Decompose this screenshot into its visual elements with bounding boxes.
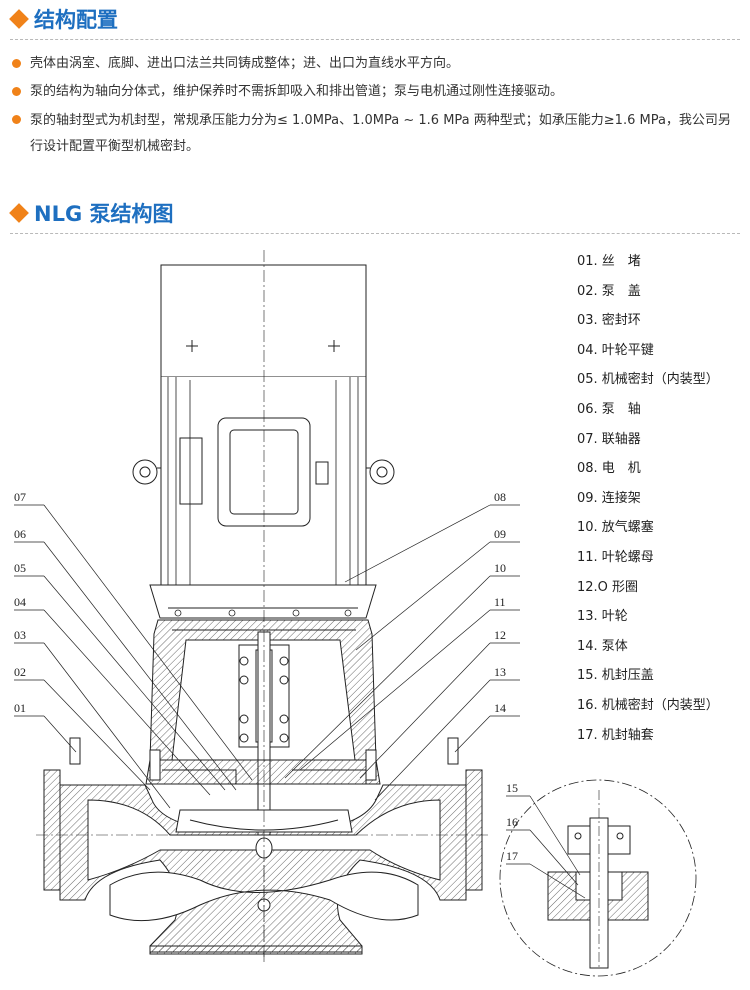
section-header-diagram: NLG 泵结构图 (9, 196, 740, 234)
list-item: 14. 泵体 (577, 638, 628, 654)
section-header-structure: 结构配置 (9, 2, 740, 40)
list-item: 04. 叶轮平键 (577, 342, 654, 358)
orange-dot-icon (12, 115, 21, 124)
list-item: 壳体由涡室、底脚、进出口法兰共同铸成整体；进、出口为直线水平方向。 (12, 52, 740, 76)
callout-label: 10 (494, 561, 506, 575)
list-item: 07. 联轴器 (577, 431, 641, 447)
callout-label: 03 (14, 628, 26, 642)
list-item-text: 泵的结构为轴向分体式，维护保养时不需拆卸吸入和排出管道；泵与电机通过刚性连接驱动… (30, 84, 564, 99)
list-item: 13. 叶轮 (577, 609, 628, 625)
list-item: 01. 丝 堵 (577, 254, 641, 269)
pump-cover (145, 759, 381, 785)
list-item: 泵的轴封型式为机封型，常规承压能力分为≤ 1.0MPa、1.0MPa ~ 1.6… (12, 108, 740, 160)
parts-list: 01. 丝 堵 02. 泵 盖 03. 密封环 04. 叶轮平键 05. 机械密… (577, 252, 747, 755)
callout-label: 06 (14, 527, 26, 541)
callout-label: 17 (506, 849, 518, 863)
motor-body (160, 377, 367, 586)
list-item-text: 泵的轴封型式为机封型，常规承压能力分为≤ 1.0MPa、1.0MPa ~ 1.6… (30, 113, 731, 154)
list-item: 泵的结构为轴向分体式，维护保养时不需拆卸吸入和排出管道；泵与电机通过刚性连接驱动… (12, 80, 740, 104)
dashed-divider (10, 233, 740, 234)
pump-cross-section-drawing: 07 06 05 04 03 02 01 08 09 10 11 12 13 1… (14, 250, 697, 977)
callout-label: 02 (14, 665, 26, 679)
list-item: 05. 机械密封（内装型） (577, 372, 719, 388)
motor-top-block (160, 264, 367, 378)
section-title: NLG 泵结构图 (34, 202, 174, 226)
list-item: 15. 机封压盖 (577, 668, 654, 684)
list-item: 06. 泵 轴 (577, 401, 641, 417)
list-item: 10. 放气螺塞 (577, 520, 654, 536)
callout-label: 08 (494, 490, 506, 504)
list-item: 11. 叶轮螺母 (577, 549, 654, 565)
dashed-divider (10, 39, 740, 40)
list-item: 08. 电 机 (577, 461, 641, 477)
seal-detail-view (499, 779, 697, 977)
list-item: 17. 机封轴套 (577, 727, 654, 743)
callout-label: 07 (14, 490, 26, 504)
orange-dot-icon (12, 87, 21, 96)
callout-label: 12 (494, 628, 506, 642)
list-item: 16. 机械密封（内装型） (577, 697, 719, 713)
orange-dot-icon (12, 59, 21, 68)
section-title: 结构配置 (34, 8, 118, 32)
nameplate (179, 437, 203, 505)
list-item-text: 壳体由涡室、底脚、进出口法兰共同铸成整体；进、出口为直线水平方向。 (30, 56, 460, 71)
callout-label: 04 (14, 595, 26, 609)
list-item: 09. 连接架 (577, 490, 641, 506)
list-item: 02. 泵 盖 (577, 283, 641, 299)
connecting-frame (149, 619, 377, 761)
callout-label: 05 (14, 561, 26, 575)
list-item: 12.O 形圈 (577, 579, 639, 595)
diamond-bullet-icon (9, 203, 29, 223)
motor-flange (149, 584, 377, 619)
callout-label: 01 (14, 701, 26, 715)
callout-label: 13 (494, 665, 506, 679)
list-item: 03. 密封环 (577, 313, 641, 329)
callout-label: 14 (494, 701, 506, 715)
callout-label: 11 (494, 595, 506, 609)
feature-list: 壳体由涡室、底脚、进出口法兰共同铸成整体；进、出口为直线水平方向。 泵的结构为轴… (12, 52, 740, 164)
callout-label: 15 (506, 781, 518, 795)
diamond-bullet-icon (9, 9, 29, 29)
callout-label: 16 (506, 815, 518, 829)
callout-label: 09 (494, 527, 506, 541)
